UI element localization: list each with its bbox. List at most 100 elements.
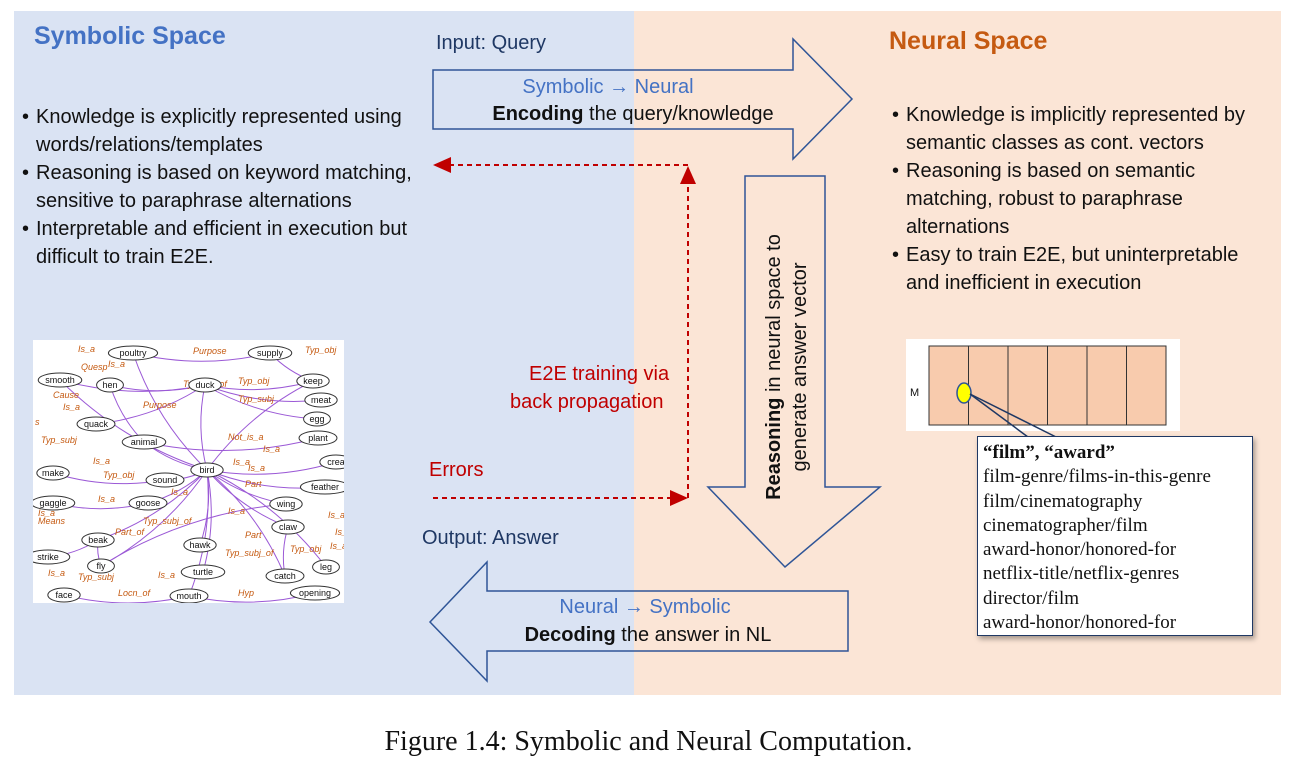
kg-node	[107, 345, 159, 361]
kg-node-label: crea	[327, 457, 344, 467]
neural-bullet: Easy to train E2E, but uninterpretable a…	[892, 241, 1277, 297]
kg-node	[169, 588, 209, 603]
kg-node	[183, 537, 217, 553]
relation-callout: “film”, “award” film-genre/films-in-this…	[977, 436, 1253, 636]
kg-edge-label: Locn_of	[118, 588, 152, 598]
reasoning-label: Reasoning in neural space to generate an…	[761, 234, 813, 500]
symbolic-bullet: Reasoning is based on keyword matching, …	[22, 159, 422, 215]
kg-node	[145, 472, 185, 488]
kg-edge-label: Is_a	[263, 444, 280, 454]
kg-node	[319, 454, 344, 470]
encode-direction: Symbolic → Neural	[522, 76, 694, 98]
kg-edge	[206, 469, 286, 577]
kg-node-label: catch	[274, 571, 296, 581]
kg-node-label: quack	[84, 419, 109, 429]
kg-node	[303, 411, 331, 427]
knowledge-graph-image: Is_aPurposeTyp_objQuespIs_aTyp_0bj_ofTyp…	[33, 340, 344, 603]
figure-caption: Figure 1.4: Symbolic and Neural Computat…	[384, 726, 913, 757]
kg-node-label: goose	[136, 498, 161, 508]
kg-edge-label: Is_a	[38, 508, 55, 518]
kg-edge-label: Quesp	[81, 362, 108, 372]
callout-line: film-genre/films-in-this-genre	[983, 466, 1211, 488]
kg-node	[76, 416, 116, 432]
symbolic-space-title: Symbolic Space	[34, 22, 226, 50]
symbolic-bullet: Knowledge is explicitly represented usin…	[22, 103, 422, 159]
kg-node	[36, 465, 70, 481]
kg-edge-label: Is_a	[63, 402, 80, 412]
kg-node-label: fly	[97, 561, 107, 571]
kg-node	[33, 495, 76, 511]
kg-node-label: poultry	[119, 348, 147, 358]
input-label: Input: Query	[436, 32, 547, 54]
decode-description: Decoding the answer in NL	[448, 624, 848, 647]
kg-edge-label: Is_a	[158, 570, 175, 580]
decode-bold: Decoding	[524, 624, 616, 646]
kg-edge	[206, 461, 337, 475]
knowledge-graph-svg: Is_aPurposeTyp_objQuespIs_aTyp_0bj_ofTyp…	[33, 344, 344, 603]
reasoning-bold: Reasoning	[763, 397, 785, 500]
kg-node	[247, 345, 293, 361]
vector-image	[906, 339, 1180, 431]
kg-edge-label: Part_of	[115, 527, 146, 537]
kg-node	[298, 430, 338, 446]
kg-edge-label: Typ_obj	[238, 376, 270, 386]
kg-edge	[200, 384, 208, 471]
kg-node	[190, 462, 224, 478]
kg-edge	[143, 437, 319, 452]
kg-edge	[188, 469, 209, 597]
reasoning-line2: generate answer vector	[789, 262, 811, 472]
kg-node-label: strike	[37, 552, 59, 562]
kg-edge-label: Is_a	[248, 463, 265, 473]
kg-edge	[206, 380, 314, 471]
kg-node-label: egg	[309, 414, 324, 424]
kg-node-label: mouth	[176, 591, 201, 601]
kg-node	[47, 587, 81, 603]
kg-edge-label: Typ_obj	[305, 345, 337, 355]
kg-edge-label: Typ_subj_of	[225, 548, 275, 558]
kg-node-label: keep	[303, 376, 323, 386]
kg-edge-label: Typ_subj	[78, 572, 115, 582]
kg-edge-label: Is_a	[228, 506, 245, 516]
highlight-ellipse	[956, 382, 972, 404]
kg-node-label: gaggle	[39, 498, 66, 508]
callout-line: award-honor/honored-for	[983, 612, 1177, 634]
kg-edge-label: Is_a	[93, 456, 110, 466]
encode-rest: the query/knowledge	[583, 103, 774, 125]
kg-node-label: face	[55, 590, 72, 600]
kg-edge-label: Is_a	[108, 359, 125, 369]
kg-node	[87, 558, 115, 574]
kg-edge-label: Means	[38, 516, 66, 526]
reasoning-rest: in neural space to	[763, 234, 785, 398]
neural-bullets: Knowledge is implicitly represented by s…	[892, 101, 1277, 297]
kg-edge	[100, 503, 287, 567]
kg-node	[296, 373, 330, 389]
kg-node-label: beak	[88, 535, 108, 545]
neural-bullet: Knowledge is implicitly represented by s…	[892, 101, 1277, 157]
decode-rest: the answer in NL	[615, 624, 772, 646]
errors-label: Errors	[429, 459, 484, 481]
kg-edge-label: Typ_subj	[238, 394, 275, 404]
kg-edge-label: Not_is_a	[228, 432, 264, 442]
kg-edge-label: Hyp	[238, 588, 254, 598]
kg-edge-label: Is_a	[233, 457, 250, 467]
symbolic-bullet: Interpretable and efficient in execution…	[22, 215, 422, 271]
kg-edge-label: Is_a	[48, 568, 65, 578]
kg-node	[180, 564, 226, 580]
kg-node	[289, 585, 341, 601]
kg-node	[299, 479, 344, 495]
kg-node	[312, 559, 340, 575]
kg-node	[188, 377, 222, 393]
kg-node	[37, 372, 83, 388]
callout-line: director/film	[983, 587, 1080, 609]
callout-head: “film”, “award”	[983, 442, 1115, 463]
kg-edge-label: Is_a	[78, 344, 95, 354]
output-label: Output: Answer	[422, 527, 559, 549]
kg-edge-label: Is_a	[171, 487, 188, 497]
kg-node-label: meat	[311, 395, 332, 405]
kg-node-label: supply	[257, 348, 284, 358]
kg-node-label: turtle	[193, 567, 213, 577]
kg-edge	[59, 379, 208, 471]
kg-edge-label: Is_a	[328, 510, 344, 520]
kg-node	[128, 495, 168, 511]
callout-line: cinematographer/film	[983, 514, 1148, 536]
